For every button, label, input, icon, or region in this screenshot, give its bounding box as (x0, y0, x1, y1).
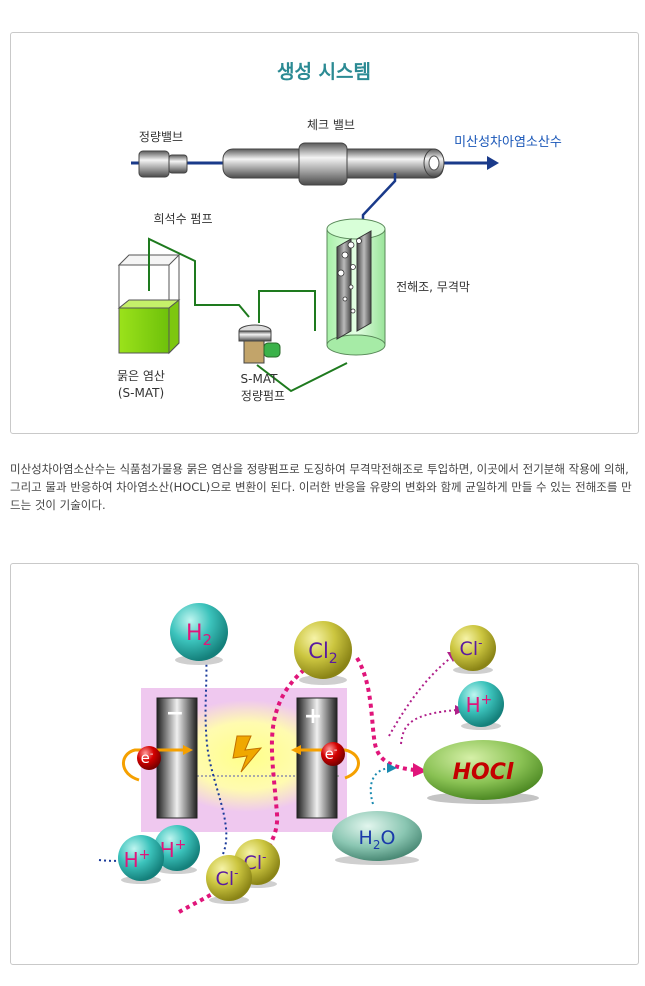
electron-left-symbol: e (141, 749, 150, 767)
hocl-label: HOCl (453, 760, 514, 785)
h2o-path (369, 767, 390, 805)
negative-electrode (156, 697, 198, 819)
electron-left-charge: - (150, 749, 154, 760)
h2-label: H2 (186, 621, 212, 649)
metering-valve (138, 150, 188, 178)
electron-right-arrow-head (291, 745, 301, 755)
electron-right-e: e- (325, 745, 338, 763)
acid-label-line1: 묽은 염산 (117, 369, 165, 383)
electron-right-arrow (301, 748, 360, 780)
electron-left-e: e- (141, 749, 154, 767)
check-valve-label: 체크 밸브 (307, 118, 355, 132)
hplus-right-symbol: H (466, 693, 481, 717)
h2o-subscript: 2 (373, 838, 381, 852)
hplus-bl1-symbol: H (124, 848, 139, 872)
cl2-label: Cl2 (308, 639, 337, 667)
diagram-title: 생성 시스템 (277, 61, 371, 83)
dilution-pump-label: 희석수 펌프 (153, 212, 212, 226)
pump-label-line2: 정량펌프 (241, 389, 285, 403)
description-text: 미산성차아염소산수는 식품첨가물용 묽은 염산을 정량펌프로 도징하여 무격막전… (10, 462, 632, 512)
cl2-shadow (299, 675, 347, 685)
hplus-bl2-charge: + (175, 837, 187, 853)
electrolyzer-cell (326, 218, 386, 356)
hplus-right-ball (458, 681, 504, 727)
pump-to-cell-line (258, 290, 316, 331)
electron-left-arrow-head (183, 745, 193, 755)
clminus-b1-symbol: Cl (216, 868, 235, 890)
cl2-subscript: 2 (329, 651, 338, 667)
hocl-ball (423, 740, 543, 800)
check-valve (222, 142, 445, 186)
hplus-right-label: H+ (466, 692, 493, 717)
negative-electrode-sign: − (166, 701, 184, 726)
h2o-label: H2O (359, 827, 396, 852)
to-clminus-path (388, 655, 454, 737)
generation-system-diagram: 생성 시스템 정량밸브 체크 밸브 미산성차아염소산수 희석수 펌프 (117, 61, 562, 403)
cl2-to-hocl-arrow (413, 763, 427, 777)
electron-left-arrow (122, 748, 183, 782)
hplus-bl1-charge: + (139, 847, 151, 863)
electron-right-charge: - (334, 745, 338, 756)
h2o-o-symbol: O (380, 827, 395, 849)
acid-label-line2: (S-MAT) (118, 386, 164, 400)
reaction-panel: − + e- e- (10, 563, 639, 965)
electron-right (321, 742, 345, 766)
clminus-top-charge: - (478, 636, 482, 650)
cell-bottom-line (256, 362, 348, 393)
reaction-diagram: − + e- e- (98, 603, 543, 914)
output-label: 미산성차아염소산수 (454, 135, 562, 150)
hplus-right-charge: + (481, 692, 493, 708)
generation-system-panel: 생성 시스템 정량밸브 체크 밸브 미산성차아염소산수 희석수 펌프 (10, 32, 639, 434)
h2o-arrow (387, 763, 397, 773)
h2-ball (170, 603, 228, 661)
electron-left (137, 746, 161, 770)
h2o-ball (332, 811, 422, 861)
clminus-b1-label: Cl- (216, 866, 239, 890)
to-hplus-path (400, 709, 458, 745)
h2o-h-symbol: H (359, 827, 373, 849)
clminus-top-symbol: Cl (460, 638, 479, 660)
acid-dosing-line (148, 237, 250, 318)
positive-electrode-sign: + (304, 704, 322, 729)
h2-subscript: 2 (203, 631, 213, 649)
clminus-b2-charge: - (262, 850, 266, 864)
cl2-ball (294, 621, 352, 679)
electrolyzer-label: 전해조, 무격막 (396, 280, 470, 294)
cl2-symbol: Cl (308, 639, 329, 663)
clminus-b1-ball (206, 855, 252, 901)
hplus-bl1-label: H+ (124, 847, 151, 872)
metering-pump (238, 324, 281, 364)
clminus-top-ball (450, 625, 496, 671)
lightning-bolt-icon (232, 735, 263, 773)
pump-label-line1: S-MAT (241, 372, 279, 386)
h2-symbol: H (186, 621, 203, 646)
electron-right-symbol: e (325, 745, 334, 763)
cl2-to-hocl-path (355, 656, 416, 772)
clminus-b1-charge: - (234, 866, 238, 880)
hplus-bl1-ball (118, 835, 164, 881)
output-arrow-head (487, 156, 499, 170)
hplus-bl2-ball (154, 825, 200, 871)
clminus-top-label: Cl- (460, 636, 483, 660)
metering-valve-label: 정량밸브 (139, 130, 183, 144)
